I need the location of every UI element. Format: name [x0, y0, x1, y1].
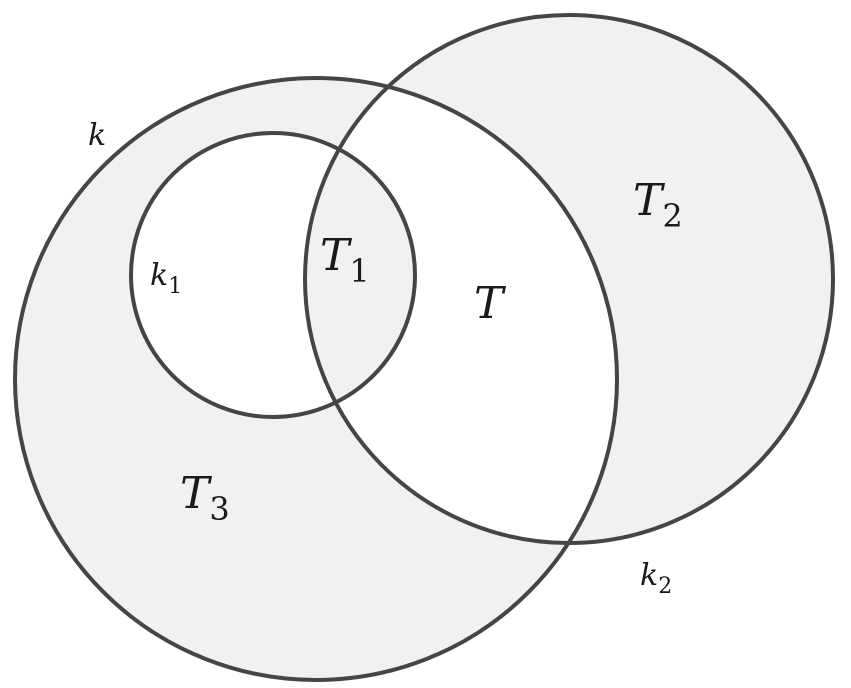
circle-k [13, 76, 619, 682]
label-T3: T3 [180, 468, 230, 528]
label-k1: k1 [150, 258, 182, 299]
label-T2: T2 [633, 175, 683, 235]
circle-k2 [303, 13, 835, 545]
label-k2: k2 [640, 558, 672, 599]
label-T1: T1 [320, 230, 370, 290]
shaded-regions [14, 15, 833, 681]
label-T: T [474, 278, 507, 329]
circle-k1 [129, 131, 417, 419]
label-k: k [88, 118, 106, 153]
